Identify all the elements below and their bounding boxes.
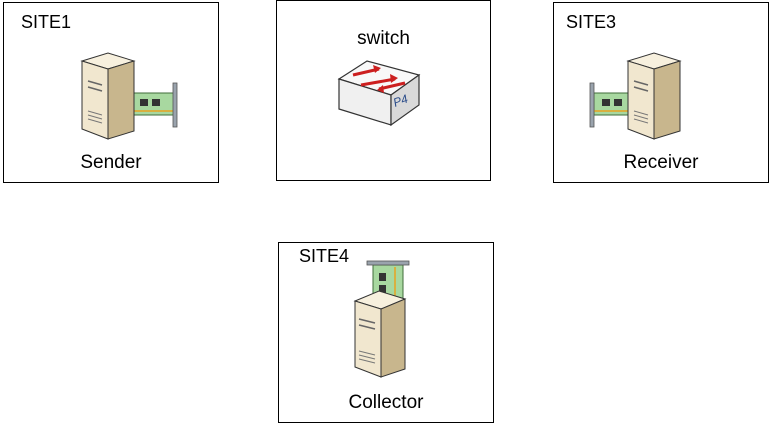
server-icon	[626, 52, 682, 140]
site1-box: SITE1 Sender	[3, 2, 219, 183]
site-label: SITE1	[21, 12, 72, 32]
p4-chip-label: P4	[391, 92, 410, 110]
site4-box: SITE4 Collector	[278, 242, 494, 423]
server-icon	[353, 290, 407, 378]
receiver-server-icon	[589, 52, 682, 140]
node-label-switch: switch	[357, 28, 410, 49]
site-label: SITE4	[299, 246, 350, 266]
node-label-receiver: Receiver	[623, 152, 699, 173]
site-label: SITE3	[566, 12, 617, 32]
arrows-icon	[352, 65, 406, 93]
p4-switch-icon: P4	[337, 60, 421, 127]
nic-card-icon	[589, 82, 635, 128]
switch-box: switch P4	[276, 0, 491, 181]
nic-card-icon	[133, 82, 178, 128]
site3-box: SITE3 Receiver	[553, 2, 769, 183]
node-label-collector: Collector	[348, 392, 424, 413]
collector-server-icon	[353, 260, 410, 378]
sender-server-icon	[80, 52, 178, 140]
node-label-sender: Sender	[80, 152, 142, 173]
server-icon	[80, 52, 136, 140]
